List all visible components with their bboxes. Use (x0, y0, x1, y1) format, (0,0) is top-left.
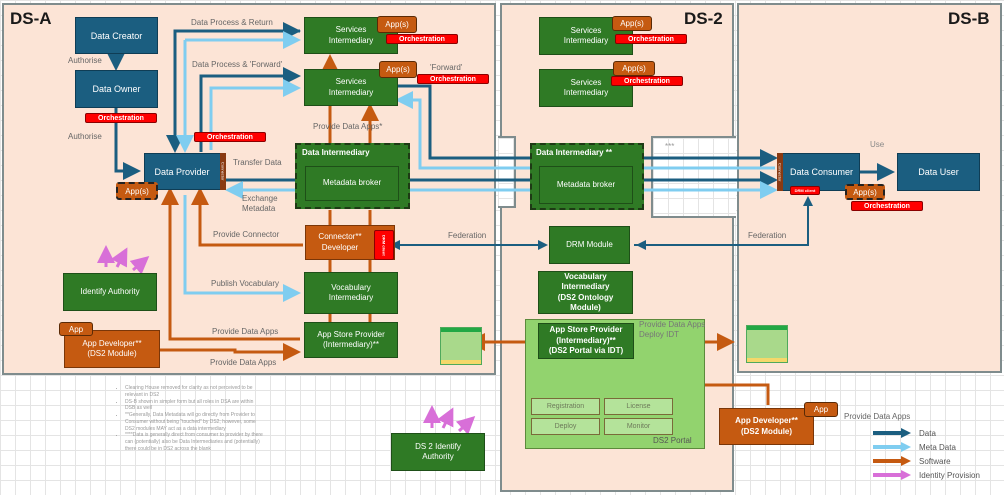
mini-diagram-icon-ds-a (440, 327, 482, 365)
app-developer-box-ds-a[interactable]: App Developer** (DS2 Module) (64, 330, 160, 368)
legend: Data Meta Data Software Identity Provisi… (873, 426, 980, 482)
metadata-broker-ds-a[interactable]: Metadata broker (305, 166, 399, 201)
drm-client-tag-connector: DRM client (374, 230, 394, 260)
legend-arrow-data (873, 428, 911, 438)
metadata-broker-ds2[interactable]: Metadata broker (539, 166, 633, 204)
orchestration-tag-owner: Orchestration (85, 113, 157, 123)
mini-diagram-icon-ds-b (746, 325, 788, 363)
legend-label-data: Data (919, 428, 936, 438)
legend-arrow-identity (873, 470, 911, 480)
data-process-return-label: Data Process & Return (191, 18, 273, 27)
ds2-gap-right (651, 136, 736, 218)
footnotes: Clearing House removed for clarity as no… (115, 385, 265, 453)
orchestration-tag-consumer: Orchestration (851, 201, 923, 211)
use-label: Use (870, 140, 885, 149)
apps-tag-services-1: App(s) (377, 16, 417, 33)
legend-arrow-software (873, 456, 911, 466)
zone-ds-a-title: DS-A (10, 9, 52, 28)
app-store-provider-ds2[interactable]: App Store Provider (Intermediary)** (DS2… (538, 323, 634, 359)
zone-ds-b-title: DS-B (948, 9, 990, 28)
legend-label-identity: Identity Provision (919, 470, 980, 480)
data-process-forward-label: Data Process & 'Forward' (192, 60, 283, 69)
vocabulary-intermediary-ds-a[interactable]: Vocabulary Intermediary (304, 272, 398, 314)
data-creator-box[interactable]: Data Creator (75, 17, 158, 54)
apps-tag-services-2: App(s) (379, 61, 417, 78)
apps-tag-ds2-1: App(s) (612, 16, 652, 31)
data-user-box[interactable]: Data User (897, 153, 980, 191)
footnote-2: DS-B shown in simpler form but all roles… (125, 399, 265, 413)
footnote-1: Clearing House removed for clarity as no… (125, 385, 265, 399)
legend-label-metadata: Meta Data (919, 442, 956, 452)
orchestration-tag-services-2: Orchestration (417, 74, 489, 84)
portal-license-button[interactable]: License (604, 398, 673, 415)
ds2-portal-label: DS2 Portal (653, 436, 692, 445)
zone-ds-2-title: DS-2 (684, 9, 723, 28)
data-consumer-connector: Connector (777, 153, 783, 191)
federation-label-right: Federation (748, 231, 787, 240)
footnote-4: ****Data is generally direct from consum… (125, 432, 265, 452)
legend-item-software: Software (873, 454, 980, 468)
portal-monitor-button[interactable]: Monitor (604, 418, 673, 435)
forward-label: 'Forward' (430, 63, 463, 72)
legend-item-metadata: Meta Data (873, 440, 980, 454)
authorise-label-1: Authorise (68, 56, 102, 65)
drm-client-tag-consumer: DRM client (790, 186, 820, 195)
provide-data-apps-label-1: Provide Data Apps (212, 327, 279, 336)
ds2-ellipsis: *** (665, 142, 675, 151)
provide-data-apps-deploy-label: Provide Data Apps Deploy IDT (639, 320, 706, 340)
legend-arrow-metadata (873, 442, 911, 452)
transfer-data-label: Transfer Data (233, 158, 282, 167)
provide-connector-label: Provide Connector (213, 230, 280, 239)
ds2-identity-authority-box[interactable]: DS 2 Identify Authority (391, 433, 485, 471)
app-tag-ds-a: App (59, 322, 93, 336)
drm-module-box[interactable]: DRM Module (549, 226, 630, 264)
data-owner-box[interactable]: Data Owner (75, 70, 158, 108)
app-tag-external: App (804, 402, 838, 417)
provide-data-apps-ext-label: Provide Data Apps (844, 412, 911, 421)
apps-tag-provider: App(s) (116, 182, 158, 200)
data-intermediary-ds2-title: Data Intermediary ** (536, 148, 613, 157)
federation-label-left: Federation (448, 231, 487, 240)
data-provider-box[interactable]: Data Provider (144, 153, 226, 190)
ds2-gap-top (498, 136, 516, 208)
apps-tag-consumer: App(s) (845, 184, 885, 200)
data-provider-connector: Connector (220, 153, 226, 190)
vocabulary-intermediary-ds2[interactable]: Vocabulary Intermediary (DS2 Ontology Mo… (538, 271, 633, 314)
footnote-3: **Generally, Data Metadata will go direc… (125, 412, 265, 432)
orchestration-tag-services-1: Orchestration (386, 34, 458, 44)
orchestration-tag-provider: Orchestration (194, 132, 266, 142)
provide-data-apps-star-label: Provide Data Apps* (313, 122, 383, 131)
legend-item-data: Data (873, 426, 980, 440)
identify-authority-box[interactable]: Identify Authority (63, 273, 157, 311)
publish-vocabulary-label: Publish Vocabulary (211, 279, 280, 288)
data-intermediary-ds-a-title: Data Intermediary (302, 148, 370, 157)
legend-label-software: Software (919, 456, 951, 466)
app-developer-box-external[interactable]: App Developer** (DS2 Module) (719, 408, 814, 445)
authorise-label-2: Authorise (68, 132, 102, 141)
orchestration-tag-ds2-1: Orchestration (615, 34, 687, 44)
orchestration-tag-ds2-2: Orchestration (611, 76, 683, 86)
exchange-metadata-label: Exchange Metadata (242, 194, 278, 214)
portal-deploy-button[interactable]: Deploy (531, 418, 600, 435)
services-intermediary-2[interactable]: Services Intermediary (304, 69, 398, 106)
app-store-provider-ds-a[interactable]: App Store Provider (Intermediary)** (304, 322, 398, 358)
apps-tag-ds2-2: App(s) (613, 61, 655, 76)
portal-registration-button[interactable]: Registration (531, 398, 600, 415)
legend-item-identity: Identity Provision (873, 468, 980, 482)
provide-data-apps-label-2: Provide Data Apps (210, 358, 277, 367)
